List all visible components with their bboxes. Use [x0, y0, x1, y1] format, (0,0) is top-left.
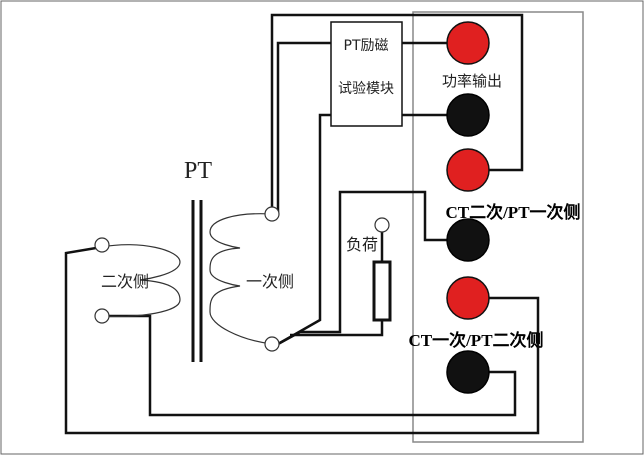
secondary-side-label: 二次侧 — [101, 272, 149, 291]
wires — [64, 13, 540, 435]
secondary-bottom-terminal — [94, 308, 110, 324]
load-resistor — [372, 260, 392, 322]
ct1-pt2-label: CT一次/PT二次侧 — [408, 330, 543, 350]
instrument-panel — [412, 11, 584, 443]
load-terminal — [374, 217, 390, 233]
wire-load-bottom — [290, 320, 384, 337]
primary-bottom-terminal — [264, 336, 280, 352]
load-label: 负荷 — [346, 235, 378, 254]
wire-primary-top-to-module — [276, 41, 331, 212]
primary-side-label: 一次侧 — [246, 272, 294, 291]
wire-module-to-primary-bottom — [277, 113, 331, 346]
module-label-line1: PT励磁 — [344, 38, 389, 54]
ct1-pt2-red-terminal[interactable] — [446, 276, 490, 320]
terminals — [446, 21, 490, 394]
wire-top-to-ct2-red — [270, 13, 524, 212]
secondary-top-terminal — [94, 237, 110, 253]
wire-secondary-to-ct1-red — [64, 245, 540, 435]
ct2-pt1-black-terminal[interactable] — [446, 218, 490, 262]
power-output-label: 功率输出 — [442, 72, 502, 90]
pt-transformer — [94, 200, 280, 362]
pt-excitation-module — [330, 21, 403, 127]
primary-top-terminal — [264, 206, 280, 222]
power-output-red-terminal[interactable] — [446, 21, 490, 65]
ct1-pt2-black-terminal[interactable] — [446, 350, 490, 394]
module-label-line2: 试验模块 — [338, 81, 394, 97]
ct2-pt1-red-terminal[interactable] — [446, 148, 490, 192]
primary-coil — [209, 213, 273, 345]
wire-primary-to-ct2-black — [277, 190, 466, 346]
ct2-pt1-label: CT二次/PT一次侧 — [445, 202, 580, 222]
power-output-black-terminal[interactable] — [446, 93, 490, 137]
secondary-coil — [101, 244, 181, 317]
pt-title: PT — [184, 158, 212, 184]
wire-secondary-to-ct1-black — [102, 314, 517, 417]
